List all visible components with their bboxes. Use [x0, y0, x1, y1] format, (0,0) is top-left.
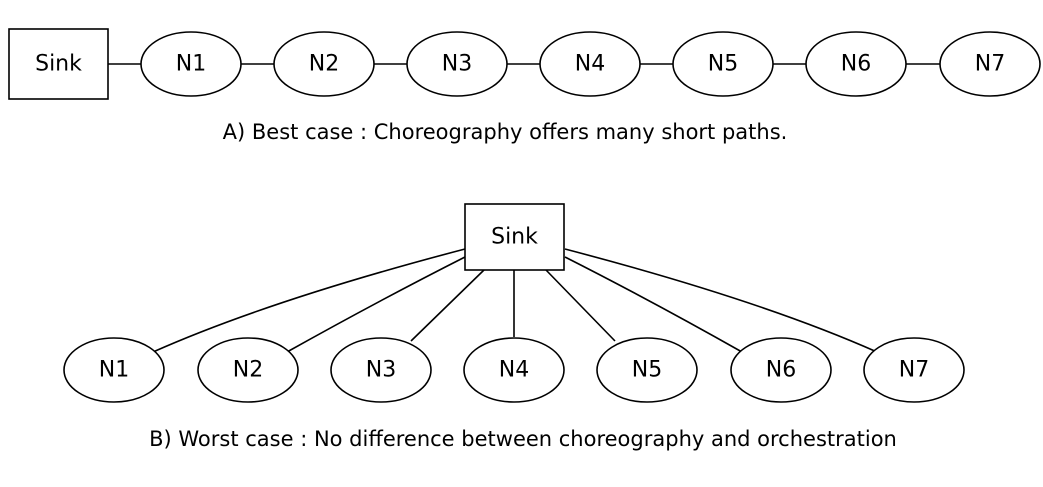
star-edge-sink-n3 [410, 269, 485, 342]
chain-node-n4-ellipse [539, 31, 641, 97]
chain-node-n3: N3 [406, 31, 508, 97]
chain-node-n3-ellipse [406, 31, 508, 97]
star-node-n5-ellipse [596, 337, 698, 403]
star-node-n4-label: N4 [499, 358, 529, 383]
star-node-n2-label: N2 [233, 358, 263, 383]
chain-node-n6-label: N6 [841, 52, 871, 77]
chain-node-n5-label: N5 [708, 52, 738, 77]
star-node-n7: N7 [863, 337, 965, 403]
star-node-n1-ellipse [63, 337, 165, 403]
star-edge-sink-n7 [564, 248, 878, 353]
star-node-n3: N3 [330, 337, 432, 403]
star-caption: B) Worst case : No difference between ch… [149, 427, 897, 451]
star-node-n2: N2 [197, 337, 299, 403]
star-node-n7-ellipse [863, 337, 965, 403]
star-edge-sink-n5 [545, 269, 616, 342]
chain-node-n5: N5 [672, 31, 774, 97]
star-node-n7-label: N7 [899, 358, 929, 383]
chain-node-n2-label: N2 [309, 52, 339, 77]
chain-node-n4: N4 [539, 31, 641, 97]
star-edges [152, 248, 878, 353]
chain-sink-label: Sink [35, 52, 82, 77]
star-edge-sink-n6 [564, 256, 743, 353]
star-node-n5-label: N5 [632, 358, 662, 383]
star-sink-label: Sink [491, 225, 538, 250]
star-sink-box [464, 203, 565, 271]
chain-node-n5-ellipse [672, 31, 774, 97]
chain-node-n1-label: N1 [176, 52, 206, 77]
chain-node-n6-ellipse [805, 31, 907, 97]
star-node-n5: N5 [596, 337, 698, 403]
chain-topology: Sink N1 N2 N3 N4 N5 N6 N7 A) [8, 28, 1041, 144]
star-node-n6-label: N6 [766, 358, 796, 383]
star-node-n1: N1 [63, 337, 165, 403]
star-node-n4-ellipse [463, 337, 565, 403]
star-node-n6-ellipse [730, 337, 832, 403]
chain-node-n7-ellipse [939, 31, 1041, 97]
chain-node-n3-label: N3 [442, 52, 472, 77]
star-edge-sink-n2 [286, 256, 466, 353]
star-sink: Sink [464, 203, 565, 271]
chain-node-n7: N7 [939, 31, 1041, 97]
chain-node-n6: N6 [805, 31, 907, 97]
chain-node-n7-label: N7 [975, 52, 1005, 77]
chain-caption: A) Best case : Choreography offers many … [223, 120, 788, 144]
chain-node-n1: N1 [140, 31, 242, 97]
chain-node-n2-ellipse [273, 31, 375, 97]
star-edge-sink-n1 [152, 248, 466, 353]
star-node-n1-label: N1 [99, 358, 129, 383]
star-topology: Sink N1 N2 N3 N4 N5 N6 N7 B) [63, 203, 965, 451]
chain-node-n2: N2 [273, 31, 375, 97]
star-node-n3-ellipse [330, 337, 432, 403]
star-node-n3-label: N3 [366, 358, 396, 383]
star-node-n2-ellipse [197, 337, 299, 403]
chain-sink-box [8, 28, 109, 100]
chain-node-n4-label: N4 [575, 52, 605, 77]
chain-node-n1-ellipse [140, 31, 242, 97]
star-node-n4: N4 [463, 337, 565, 403]
star-node-n6: N6 [730, 337, 832, 403]
chain-sink: Sink [8, 28, 109, 100]
